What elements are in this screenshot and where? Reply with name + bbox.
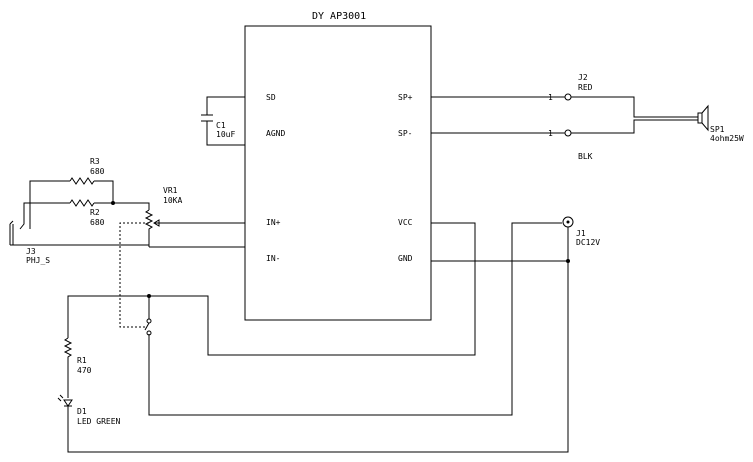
pin-label-in-minus: IN- [266,254,280,263]
pin-label-vcc: VCC [398,218,413,227]
ic-body [244,25,432,321]
c1-ref: C1 [216,121,226,130]
pin-label-sp-minus: SP- [398,129,412,138]
j3-ref: J3 [26,247,36,256]
j2-blk-terminal [564,129,572,137]
r2-ref: R2 [90,208,100,217]
indicator-circuit: R1 470 D1 LED GREEN [57,294,152,426]
c1-value: 10uF [216,130,235,139]
switch-contact-top [146,318,152,324]
r3-value: 680 [90,167,105,176]
pin-label-sd: SD [266,93,276,102]
power-circuit: J1 DC12V [67,216,600,453]
sp1-ref: SP1 [710,125,725,134]
r1-value: 470 [77,366,92,375]
speaker-output-circuit: 1 1 J2 RED BLK SP1 4ohm25W [431,73,744,161]
d1-value: LED GREEN [77,417,121,426]
j2-blk-label: BLK [578,152,593,161]
vr1-ref: VR1 [163,186,178,195]
r3-ref: R3 [90,157,100,166]
ic-title: DY AP3001 [312,11,366,22]
vr1-value: 10KA [163,196,182,205]
j3-value: PHJ_S [26,256,50,265]
pin-label-in-plus: IN+ [266,218,281,227]
j2-ref: J2 [578,73,588,82]
j2-pin1-red: 1 [548,93,553,102]
capacitor-c1: C1 10uF [201,96,245,146]
j1-value: DC12V [576,238,600,247]
ic-dy-ap3001: DY AP3001 SD AGND SP+ SP- IN+ IN- VCC GN… [244,11,432,321]
j2-red-label: RED [578,83,593,92]
d1-ref: D1 [77,407,87,416]
j1-ref: J1 [576,229,586,238]
r1-ref: R1 [77,356,87,365]
sp1-value: 4ohm25W [710,134,744,143]
j2-pin1-blk: 1 [548,129,553,138]
pin-label-agnd: AGND [266,129,285,138]
speaker-icon [697,112,703,124]
input-network: R3 680 R2 680 VR1 10KA J3 PHJ_S [9,157,245,328]
pin-label-gnd: GND [398,254,413,263]
r2-value: 680 [90,218,105,227]
pin-label-sp-plus: SP+ [398,93,413,102]
switch-contact-bottom [146,330,152,336]
j2-red-terminal [564,93,572,101]
